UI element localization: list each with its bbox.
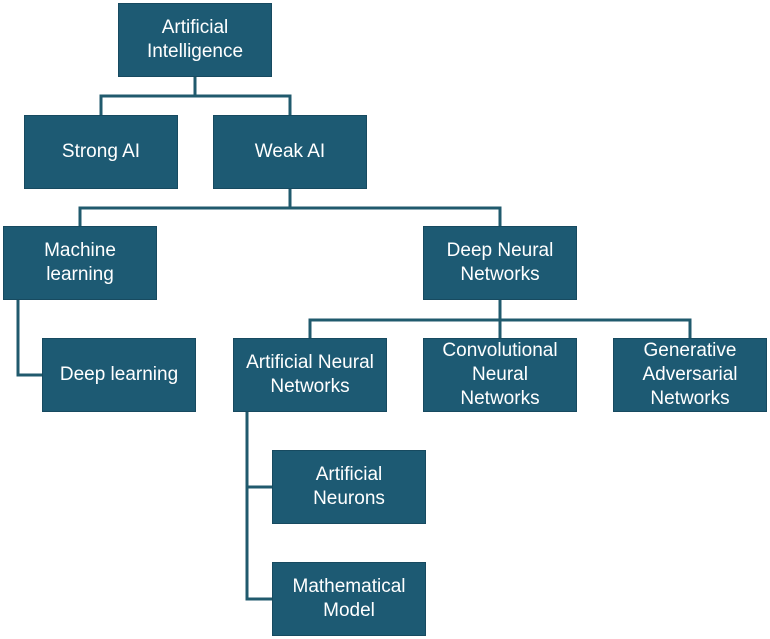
node-artificial-neural-networks: Artificial Neural Networks (233, 338, 387, 412)
node-weak-ai-label: Weak AI (254, 141, 326, 162)
node-strong-ai: Strong AI (24, 115, 178, 189)
node-deep-neural-networks: Deep Neural Networks (423, 226, 577, 300)
node-convolutional-neural-networks: Convolutional Neural Networks (423, 338, 577, 412)
node-deep-learning: Deep learning (42, 338, 196, 412)
node-mathematical-model: Mathematical Model (272, 562, 426, 636)
node-weak-ai: Weak AI (213, 115, 367, 189)
node-generative-adversarial-networks-label: Generative Adversarial Networks (642, 340, 738, 409)
node-artificial-neurons: Artificial Neurons (272, 450, 426, 524)
node-deep-learning-label: Deep learning (59, 364, 179, 385)
node-strong-ai-label: Strong AI (61, 141, 141, 162)
node-artificial-neurons-label: Artificial Neurons (313, 464, 385, 509)
node-artificial-neural-networks-label: Artificial Neural Networks (246, 352, 374, 397)
node-machine-learning: Machine learning (3, 226, 157, 300)
node-generative-adversarial-networks: Generative Adversarial Networks (613, 338, 767, 412)
node-deep-neural-networks-label: Deep Neural Networks (446, 240, 554, 285)
node-convolutional-neural-networks-label: Convolutional Neural Networks (442, 340, 558, 409)
node-artificial-intelligence-label: Artificial Intelligence (146, 17, 244, 62)
node-mathematical-model-label: Mathematical Model (292, 576, 406, 621)
node-machine-learning-label: Machine learning (44, 240, 116, 285)
node-artificial-intelligence: Artificial Intelligence (118, 3, 272, 77)
